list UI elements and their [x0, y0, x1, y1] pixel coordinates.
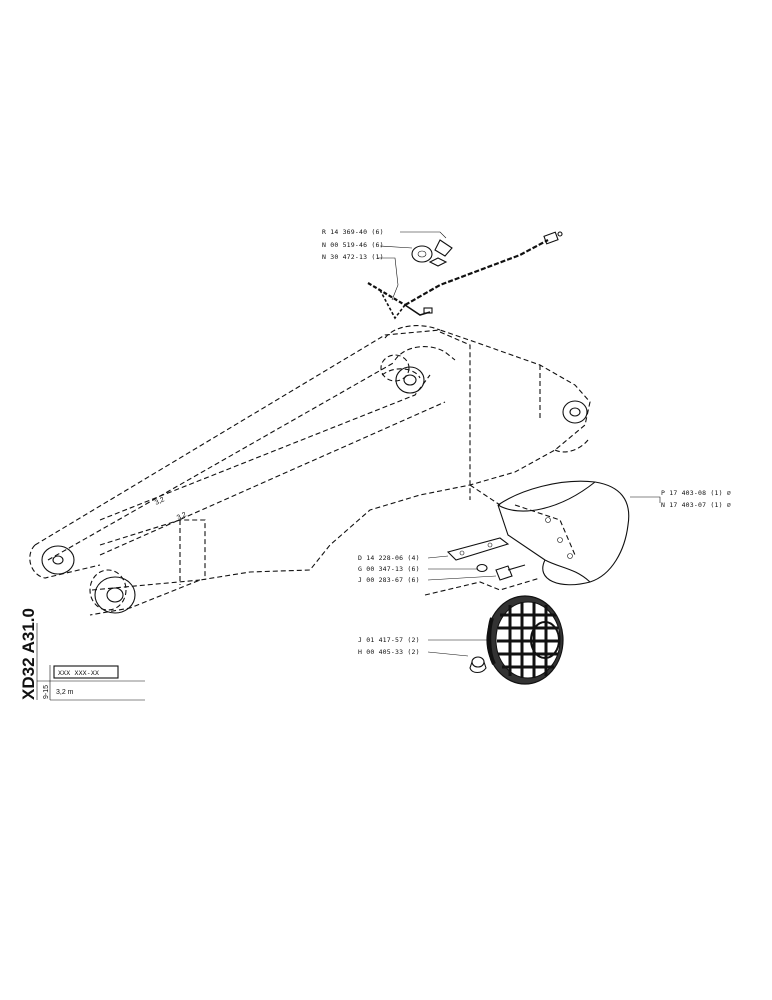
part-number-placeholder: XXX XXX-XX — [58, 669, 99, 677]
label-g-00-347: G 00 347-13 (6) — [358, 565, 420, 573]
label-j-01-417: J 01 417-57 (2) — [358, 636, 420, 644]
title-block — [36, 623, 145, 701]
boom-arm — [29, 325, 591, 616]
grommet-clip — [411, 239, 453, 267]
lamp-guard-shroud — [497, 480, 630, 586]
boom-marking-a: 3,2 — [154, 496, 166, 507]
lamp-bulb-cap — [469, 656, 487, 674]
label-p-17-403: P 17 403-08 (1) ⌀ — [661, 489, 731, 497]
sheet-sub-code: 9-15 — [43, 685, 50, 699]
work-lamp — [486, 595, 564, 685]
boom-pins — [41, 354, 588, 614]
label-d-14-228: D 14 228-06 (4) — [358, 554, 420, 562]
length-note: 3,2 m — [56, 689, 74, 696]
wiring-harness — [367, 231, 563, 320]
label-n-30-472: N 30 472-13 (1) — [322, 253, 384, 261]
boom-marking-b: 3,2 — [176, 511, 188, 522]
label-n-17-403: N 17 403-07 (1) ⌀ — [661, 501, 731, 509]
sheet-code: XD32 A31.0 — [19, 608, 38, 700]
label-j-00-283: J 00 283-67 (6) — [358, 576, 420, 584]
mounting-bracket — [446, 537, 510, 561]
washer-and-bolt — [476, 563, 526, 581]
label-r-14-369: R 14 369-40 (6) — [322, 228, 384, 236]
label-n-00-519: N 00 519-46 (6) — [322, 241, 384, 249]
label-h-00-405: H 00 405-33 (2) — [358, 648, 420, 656]
